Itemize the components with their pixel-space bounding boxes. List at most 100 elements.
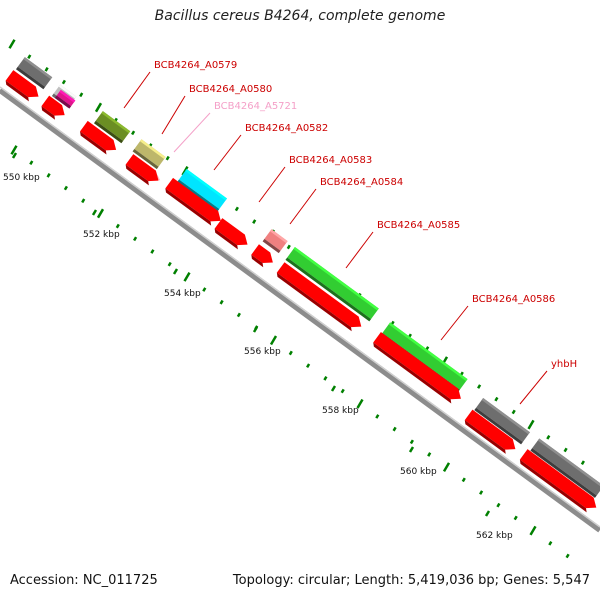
feature-bcb4264-a0580 — [132, 139, 166, 170]
gene-label[interactable]: BCB4264_A0580 — [189, 84, 272, 95]
kbp-tick — [408, 446, 415, 453]
tick-mark — [63, 185, 68, 191]
cds-arrow — [519, 449, 597, 513]
tick-mark — [442, 462, 451, 473]
gene-label[interactable]: BCB4264_A0579 — [154, 60, 237, 71]
tick-mark — [44, 67, 49, 72]
tick-mark — [165, 155, 170, 161]
gene-label[interactable]: BCB4264_A0586 — [472, 294, 555, 305]
tick-mark — [150, 249, 155, 254]
kbp-tick — [484, 510, 491, 517]
cds-arrow — [41, 95, 65, 120]
tick-mark — [548, 540, 553, 546]
cds-arrow — [251, 244, 273, 268]
tick-mark — [94, 102, 103, 113]
tick-mark — [10, 145, 18, 155]
feature-bcb4264-a0582 — [177, 168, 228, 212]
tick-mark — [323, 376, 328, 381]
gene-label[interactable]: BCB4264_A0582 — [245, 123, 328, 134]
tick-mark — [219, 299, 224, 305]
tick-mark — [61, 79, 66, 85]
cds-arrow — [276, 262, 362, 332]
cds-arrow — [373, 332, 461, 404]
tick-mark — [477, 384, 482, 389]
kbp-label: 554 kbp — [164, 289, 201, 299]
tick-mark — [375, 414, 380, 419]
label-leader-line — [440, 305, 469, 341]
kbp-tick — [172, 268, 179, 275]
tick-mark — [96, 208, 105, 219]
tick-mark — [461, 477, 466, 483]
cds-arrow — [5, 70, 39, 102]
feature-bcb4264-a0579 — [93, 111, 131, 144]
cds-arrow — [214, 218, 248, 250]
tick-mark — [8, 39, 16, 49]
tick-mark — [183, 271, 191, 282]
label-leader-line — [213, 134, 242, 171]
genome-backbone — [0, 87, 600, 533]
tick-mark — [511, 409, 516, 415]
gene-label[interactable]: BCB4264_A0583 — [289, 155, 372, 166]
tick-mark — [236, 312, 241, 318]
tick-mark — [81, 198, 86, 204]
tick-mark — [340, 388, 345, 394]
kbp-tick — [330, 385, 337, 392]
label-leader-line — [258, 166, 286, 203]
gene-label[interactable]: BCB4264_A5721 — [214, 101, 297, 112]
cds-arrow — [464, 409, 516, 454]
gene-label[interactable]: BCB4264_A0584 — [320, 177, 403, 188]
tick-mark — [234, 206, 239, 212]
tick-mark — [27, 54, 32, 60]
tick-mark — [563, 447, 568, 453]
tick-mark — [133, 236, 138, 242]
tick-mark — [494, 396, 499, 402]
kbp-label: 550 kbp — [3, 173, 40, 183]
kbp-label: 560 kbp — [400, 467, 437, 477]
label-leader-line — [161, 95, 186, 135]
tick-mark — [288, 350, 293, 356]
feature-yhbh — [474, 398, 530, 445]
tick-mark — [252, 219, 257, 224]
topology-label: Topology: circular; Length: 5,419,036 bp… — [232, 573, 590, 588]
label-leader-line — [289, 188, 317, 225]
tick-mark — [306, 363, 311, 369]
tick-mark — [286, 244, 291, 250]
gene-label[interactable]: yhbH — [551, 359, 577, 370]
tick-mark — [513, 515, 518, 521]
tick-mark — [356, 398, 364, 409]
tick-mark — [496, 502, 501, 508]
label-leader-line — [173, 112, 211, 153]
kbp-label: 552 kbp — [83, 230, 120, 240]
tick-mark — [527, 419, 535, 430]
genome-backbone-highlight — [0, 86, 600, 528]
tick-mark — [269, 335, 278, 346]
kbp-tick — [11, 152, 18, 159]
tick-mark — [46, 173, 51, 178]
feature-gray-2 — [530, 438, 600, 498]
gene-label[interactable]: BCB4264_A0585 — [377, 220, 460, 231]
tick-mark — [131, 130, 136, 136]
tick-mark — [479, 490, 484, 495]
label-leader-line — [345, 231, 374, 269]
feature-bcb4264-a0583 — [262, 229, 288, 254]
tick-mark — [79, 92, 84, 98]
accession-label: Accession: NC_011725 — [10, 573, 158, 588]
kbp-label: 556 kbp — [244, 347, 281, 357]
tick-mark — [565, 553, 570, 559]
kbp-label: 558 kbp — [322, 406, 359, 416]
cds-arrow — [125, 154, 159, 186]
feature-gray-1 — [15, 57, 53, 90]
cds-arrow — [165, 177, 221, 226]
tick-mark — [427, 452, 432, 457]
tick-mark — [580, 460, 585, 465]
kbp-tick — [91, 209, 98, 216]
genome-title: Bacillus cereus B4264, complete genome — [154, 8, 446, 24]
tick-mark — [115, 223, 120, 229]
tick-mark — [29, 160, 34, 166]
kbp-tick — [252, 326, 259, 333]
tick-mark — [529, 525, 537, 536]
cds-arrow — [80, 120, 117, 155]
label-leader-line — [123, 71, 151, 109]
tick-mark — [392, 426, 397, 432]
tick-mark — [202, 287, 207, 292]
